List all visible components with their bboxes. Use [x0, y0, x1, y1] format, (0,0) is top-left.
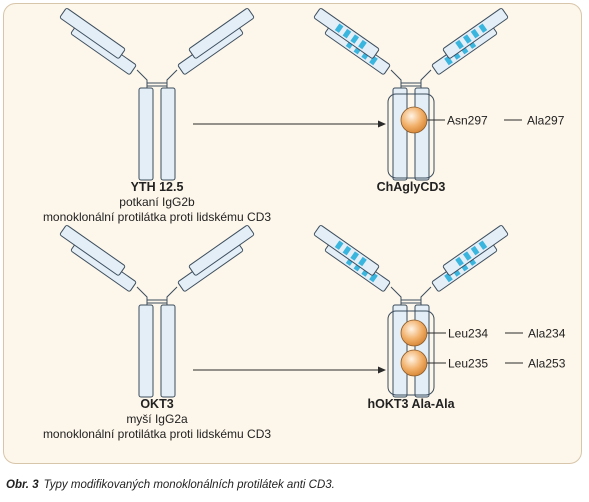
- humanized-stripe: [462, 34, 472, 44]
- humanized-stripe: [444, 55, 453, 66]
- humanized-stripe: [478, 23, 488, 33]
- humanized-stripe: [470, 245, 480, 256]
- arrow-top: [193, 120, 386, 128]
- leu235-label: Leu235: [448, 357, 488, 371]
- fc-heavy-chain: [392, 87, 408, 181]
- fab-arm: [59, 225, 126, 276]
- fc-region-outline: [387, 93, 435, 179]
- fab-domain: [59, 8, 126, 59]
- humanized-stripe: [369, 272, 378, 283]
- humanized-stripe: [455, 39, 464, 50]
- humanized-stripe: [478, 240, 488, 250]
- humanized-stripe: [350, 251, 360, 261]
- leu234-site-marker: [400, 319, 428, 347]
- hinge-line: [420, 69, 432, 88]
- antibody-yth-12-5: [59, 8, 255, 181]
- hinge-line: [390, 69, 402, 88]
- figure-caption: Obr. 3 Typy modifikovaných monoklonálních…: [6, 479, 335, 491]
- fc-heavy-chain: [138, 304, 154, 398]
- antibody-chaglycd3: [313, 8, 509, 181]
- fab-arm: [313, 8, 380, 59]
- fab-arm: [442, 8, 509, 59]
- caption-text: Typy modifikovaných monoklonálních proti…: [44, 479, 335, 491]
- humanized-stripe: [350, 34, 360, 44]
- hinge-line: [166, 286, 178, 305]
- humanized-stripe: [369, 55, 378, 66]
- humanized-stripe: [334, 23, 344, 33]
- fab-domain: [188, 8, 255, 59]
- leu235-site-marker: [400, 349, 428, 377]
- fab-domain: [59, 225, 126, 276]
- ala234-label: Ala234: [528, 327, 566, 341]
- yth-12-5-isotype: potkaní IgG2b: [119, 195, 195, 209]
- hinge-line: [420, 286, 432, 305]
- humanized-stripe: [444, 272, 453, 283]
- asn297-label: Asn297: [447, 114, 488, 128]
- humanized-stripe: [342, 245, 352, 256]
- fc-heavy-chain: [392, 304, 408, 398]
- hokt3-ala-ala-title: hOKT3 Ala-Ala: [367, 397, 455, 411]
- humanized-stripe: [358, 256, 367, 267]
- fc-heavy-chain: [414, 87, 430, 181]
- humanized-stripe: [455, 256, 464, 267]
- humanized-stripe: [334, 240, 344, 250]
- okt3-title: OKT3: [140, 397, 173, 411]
- hinge-line: [136, 286, 148, 305]
- fab-arm: [59, 8, 126, 59]
- humanized-stripe: [358, 39, 367, 50]
- leu234-label: Leu234: [448, 327, 488, 341]
- chaglycd3-title: ChAglyCD3: [377, 180, 446, 194]
- arrow-bottom: [193, 366, 386, 374]
- ala253-label: Ala253: [528, 357, 566, 371]
- caption-prefix: Obr. 3: [6, 479, 39, 491]
- fc-heavy-chain: [138, 87, 154, 181]
- fab-arm: [313, 225, 380, 276]
- humanized-stripe: [342, 28, 352, 39]
- fc-heavy-chain: [160, 304, 176, 398]
- ala297-label: Ala297: [527, 114, 565, 128]
- antibody-okt3: [59, 225, 255, 398]
- fc-heavy-chain: [160, 87, 176, 181]
- yth-12-5-title: YTH 12.5: [131, 180, 184, 194]
- humanized-stripe: [470, 28, 480, 39]
- fc-region-outline: [387, 310, 435, 396]
- fab-arm: [188, 8, 255, 59]
- fab-arm: [442, 225, 509, 276]
- hinge-line: [136, 69, 148, 88]
- humanized-stripe: [462, 251, 472, 261]
- fab-domain: [188, 225, 255, 276]
- okt3-description: monoklonální protilátka proti lidskému C…: [43, 427, 271, 441]
- asn297-site-marker: [400, 106, 428, 134]
- okt3-isotype: myší IgG2a: [126, 412, 188, 426]
- yth-12-5-description: monoklonální protilátka proti lidskému C…: [43, 210, 271, 224]
- hinge-line: [166, 69, 178, 88]
- hinge-line: [390, 286, 402, 305]
- fab-arm: [188, 225, 255, 276]
